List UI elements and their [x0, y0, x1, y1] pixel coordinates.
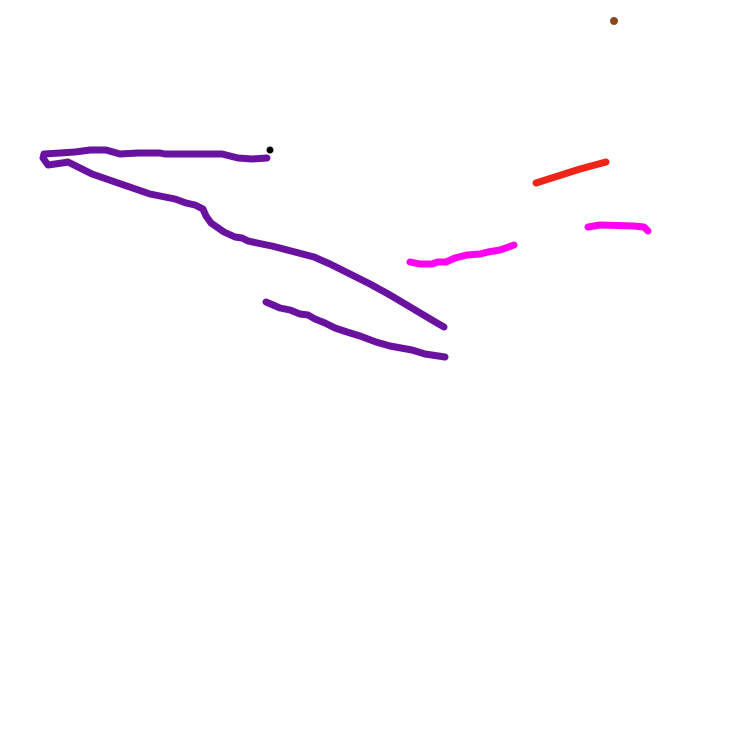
magenta-stroke-right	[584, 221, 652, 235]
purple-stroke-top	[39, 146, 448, 331]
magenta-stroke-left	[406, 241, 518, 268]
brown-dot	[610, 17, 618, 25]
purple-stroke-bottom	[262, 298, 449, 361]
black-dot	[266, 146, 274, 154]
red-stroke	[532, 158, 610, 187]
